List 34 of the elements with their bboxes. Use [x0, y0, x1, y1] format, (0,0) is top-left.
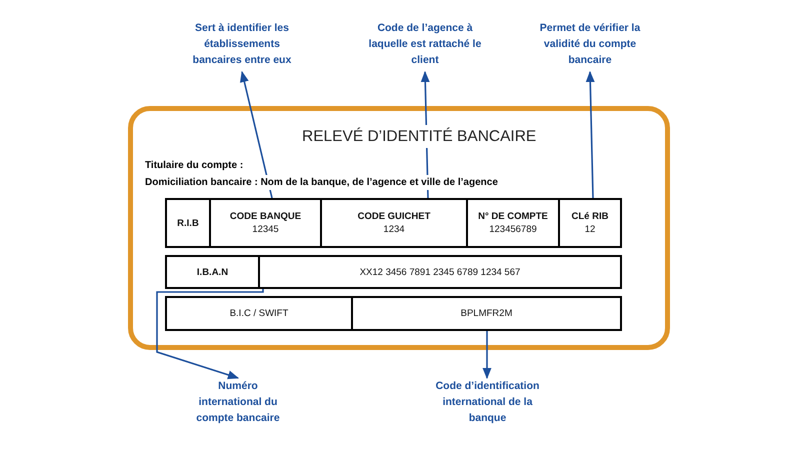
table-cell — [209, 198, 322, 248]
cell-heading: R.I.B — [177, 216, 199, 230]
callout-text: Sert à identifier les établissements bancaires entre eux — [183, 20, 301, 72]
table-cell — [320, 198, 468, 248]
cell-value: 123456789 — [489, 223, 537, 236]
cell-value: 12345 — [252, 223, 279, 236]
arrow — [420, 70, 430, 198]
callout-text: Code de l’agence à laquelle est rattaché le client — [366, 20, 484, 72]
cell-value: XX12 3456 7891 2345 6789 1234 567 — [360, 266, 520, 278]
table-cell — [258, 255, 622, 289]
cell-heading: CODE BANQUE — [230, 210, 302, 223]
callout-text: Permet de vérifier la validité du compte bancaire — [535, 20, 645, 72]
cell-heading: I.B.A.N — [196, 266, 228, 278]
table-cell — [165, 255, 260, 289]
callout-text: Code d’identification international de la banque — [430, 378, 545, 430]
table-cell — [165, 198, 211, 248]
arrow — [482, 331, 492, 380]
cell-value: 12 — [584, 223, 596, 236]
cell-heading: CODE GUICHET — [358, 210, 430, 223]
cell-value: B.I.C / SWIFT — [230, 307, 288, 320]
callout-text: Numéro international du compte bancaire — [188, 378, 288, 430]
cell-heading: N° DE COMPTE — [478, 210, 548, 223]
arrow — [156, 289, 264, 380]
arrow — [240, 70, 273, 198]
card-title: RELEVÉ D’IDENTITÉ BANCAIRE — [302, 125, 536, 148]
table-cell — [351, 296, 622, 331]
table-cell — [558, 198, 622, 248]
cell-heading: CLé RIB — [572, 210, 608, 223]
cell-value: 1234 — [383, 223, 405, 236]
arrow — [586, 70, 595, 198]
rib-card — [128, 106, 670, 350]
cell-value: BPLMFR2M — [460, 307, 512, 320]
table-cell — [466, 198, 560, 248]
table-cell — [165, 296, 353, 331]
